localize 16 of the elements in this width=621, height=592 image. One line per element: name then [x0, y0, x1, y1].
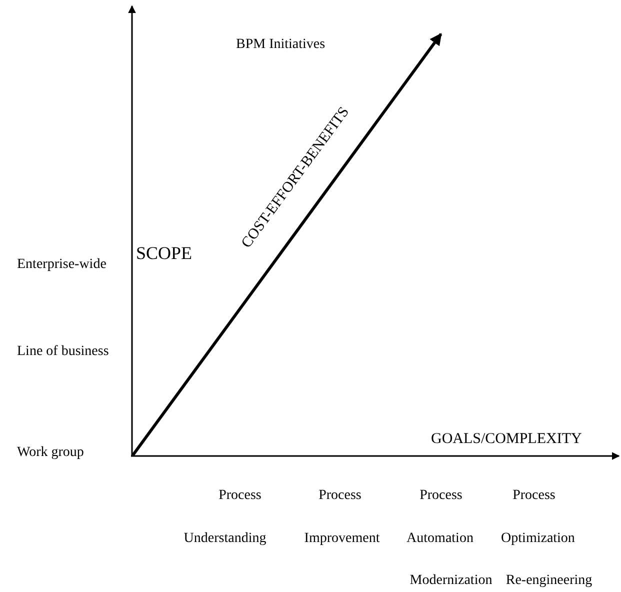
- category-label: Automation: [406, 532, 474, 546]
- category-label: Optimization: [501, 532, 575, 546]
- chart-title: BPM Initiatives: [236, 38, 326, 52]
- category-label: Process: [318, 489, 362, 503]
- axis-tick-label: Line of business: [17, 345, 109, 359]
- category-label: Process: [218, 489, 262, 503]
- category-label: Re-engineering: [506, 574, 592, 588]
- category-label: Understanding: [184, 532, 266, 546]
- category-label: Process: [420, 489, 462, 503]
- axis-title: SCOPE: [136, 244, 192, 262]
- category-label: Improvement: [304, 532, 380, 546]
- axis-tick-label: Work group: [17, 446, 84, 460]
- category-label: Process: [512, 489, 556, 503]
- axis-title: GOALS/COMPLEXITY: [431, 432, 582, 447]
- category-label: Modernization: [410, 574, 492, 588]
- axis-tick-label: Enterprise-wide: [17, 258, 106, 272]
